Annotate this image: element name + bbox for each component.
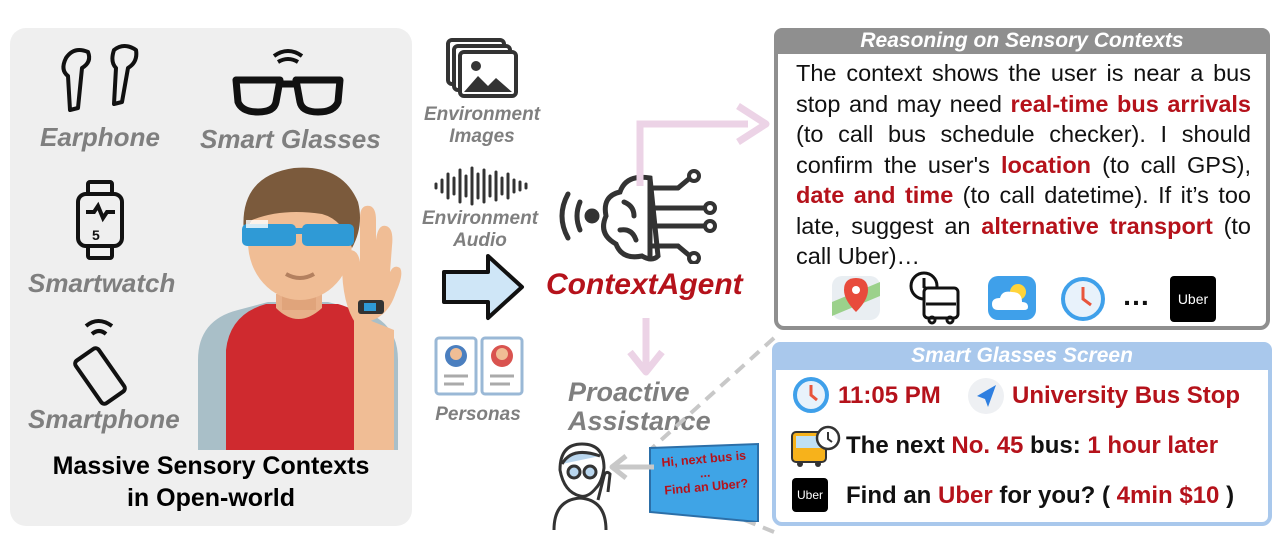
proactive-line-2: Assistance [568, 406, 711, 436]
reasoning-highlight-alt-transport: alternative transport [981, 212, 1213, 239]
personas-label: Personas [435, 404, 521, 425]
user-avatar-icon [552, 442, 612, 531]
screen-uber-icon-text: Uber [796, 488, 823, 502]
context-agent-label: ContextAgent [546, 268, 743, 301]
images-label-line-1: Environment [423, 104, 541, 125]
images-label-line-2: Images [449, 126, 515, 147]
reasoning-highlight-date-time: date and time [796, 182, 954, 208]
screen-bus-info: The next No. 45 bus: 1 hour later [846, 432, 1218, 460]
reasoning-box-title: Reasoning on Sensory Contexts [774, 28, 1270, 54]
proactive-assistance-label: Proactive Assistance [568, 378, 711, 436]
reasoning-highlight-location: location [1000, 151, 1092, 178]
audio-label-line-2: Audio [453, 230, 507, 251]
caption-line-1: Massive Sensory Contexts [52, 452, 370, 480]
device-label-earphone: Earphone [40, 122, 160, 152]
svg-text:5: 5 [92, 227, 100, 243]
bus-clock-icon [791, 425, 841, 467]
smartphone-icon [73, 319, 127, 406]
proactive-line-1: Proactive [568, 377, 690, 407]
bus-number: No. 45 [951, 432, 1024, 459]
location-arrow-icon [968, 378, 1004, 414]
uber-offer-text-c: for you? ( [992, 482, 1117, 509]
bus-eta: 1 hour later [1087, 432, 1219, 459]
more-tools-ellipsis: … [1122, 280, 1150, 311]
reasoning-text-3: (to call GPS), [1091, 151, 1251, 178]
clock-icon [1061, 277, 1105, 321]
environment-audio-label: Environment Audio [418, 208, 542, 252]
screen-uber-offer: Find an Uber for you? ( 4min $10 ) [846, 482, 1234, 510]
reasoning-arrow-icon [636, 103, 770, 186]
proactive-arrow-icon [627, 318, 665, 376]
screen-uber-icon: Uber [792, 478, 828, 512]
glasses-icon [232, 49, 344, 116]
context-agent-brain-icon [559, 169, 717, 264]
screen-title: Smart Glasses Screen [772, 342, 1272, 370]
reasoning-text-5: (to call Uber)… [796, 212, 1252, 270]
reasoning-highlight-bus-arrivals: real-time bus arrivals [1010, 90, 1251, 117]
environment-images-label: Environment Images [422, 104, 542, 148]
response-arrow-icon [609, 454, 654, 480]
caption-line-2: in Open-world [126, 484, 296, 512]
input-arrow-icon [442, 254, 524, 320]
screen-location: University Bus Stop [1012, 382, 1241, 409]
smartwatch-icon: 5 [76, 180, 124, 260]
user-person-illustration [198, 167, 402, 450]
time-clock-icon [793, 377, 829, 413]
uber-offer-price: 4min $10 [1116, 482, 1220, 509]
uber-app-icon-text: Uber [1177, 291, 1209, 307]
uber-app-icon: Uber [1170, 276, 1216, 322]
audio-label-line-1: Environment [421, 208, 539, 229]
bus-info-text-c: bus: [1023, 432, 1088, 459]
speech-panel [649, 442, 759, 522]
device-label-smart-glasses: Smart Glasses [200, 124, 381, 154]
weather-icon [988, 276, 1036, 320]
environment-images-icon [446, 38, 518, 98]
uber-offer-text-e: ) [1219, 482, 1235, 509]
screen-time: 11:05 PM [838, 382, 941, 409]
environment-audio-icon [434, 166, 528, 206]
earphone-icon [61, 44, 139, 112]
reasoning-text: The context shows the user is near a bus… [796, 58, 1251, 272]
personas-icon [434, 336, 524, 396]
bus-schedule-icon [909, 271, 960, 325]
reasoning-text-1: The context shows the user is near a bus… [796, 60, 1251, 117]
device-label-smartwatch: Smartwatch [28, 268, 176, 298]
reasoning-text-2: (to call bus schedule checker). I should… [796, 121, 1251, 178]
uber-offer-text-a: Find an [846, 482, 938, 509]
uber-offer-brand: Uber [938, 482, 993, 509]
bus-info-text-a: The next [846, 432, 952, 459]
device-label-smartphone: Smartphone [28, 404, 180, 434]
left-panel-caption: Massive Sensory Contexts in Open-world [10, 450, 412, 514]
maps-icon [832, 276, 880, 320]
reasoning-text-4: (to call datetime). If it’s too late, su… [796, 182, 1251, 239]
